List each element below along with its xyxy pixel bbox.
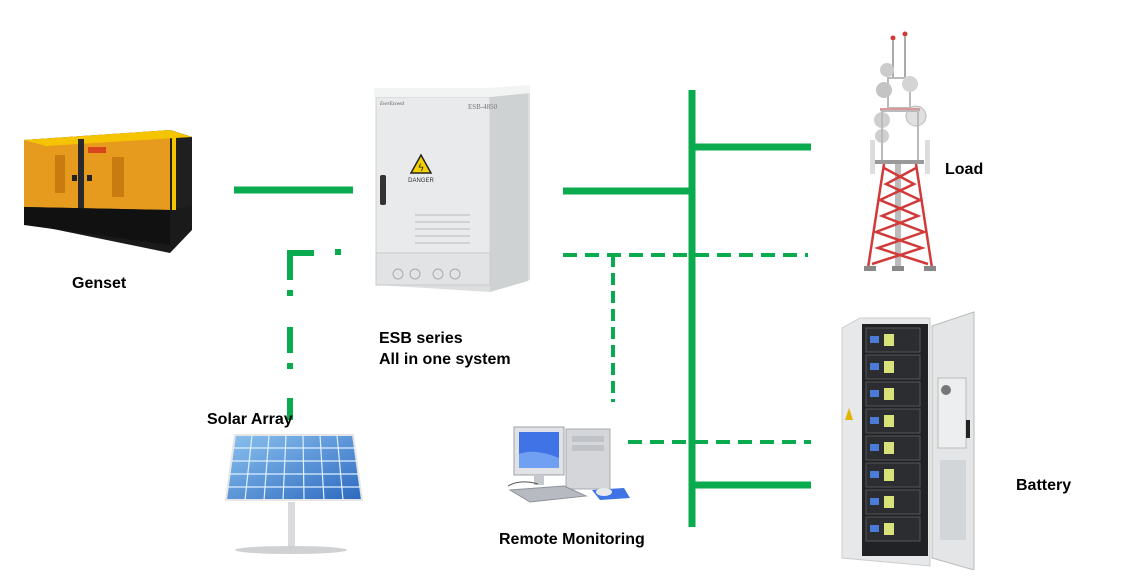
genset-icon [24,130,192,253]
solar-label: Solar Array [207,411,293,428]
solar-panel-icon [224,434,364,554]
esb-cabinet-icon: ϟ DANGER EverExceed ESB-4850 [374,85,530,292]
battery-label: Battery [1016,477,1072,494]
solar-line-dash [287,398,293,420]
battery-cabinet-icon [841,311,975,570]
svg-text:ϟ: ϟ [418,163,425,174]
telecom-tower-icon [864,31,936,271]
esb-label-line1: ESB series [379,330,463,347]
computer-icon [507,426,630,503]
solar-line-dot [287,290,293,296]
monitor-label: Remote Monitoring [499,531,645,548]
esb-warning-text: DANGER [408,178,434,184]
battery-modules [865,327,921,542]
solar-line-dot [287,363,293,369]
esb-label-line2: All in one system [379,351,511,368]
load-label: Load [945,161,984,178]
solar-line-dash [287,327,293,353]
solar-line-dot [335,249,341,255]
esb-brand-text: EverExceed [379,102,404,107]
esb-model-text: ESB-4850 [468,103,498,111]
genset-label: Genset [72,275,127,292]
solar-line-corner [287,250,314,280]
